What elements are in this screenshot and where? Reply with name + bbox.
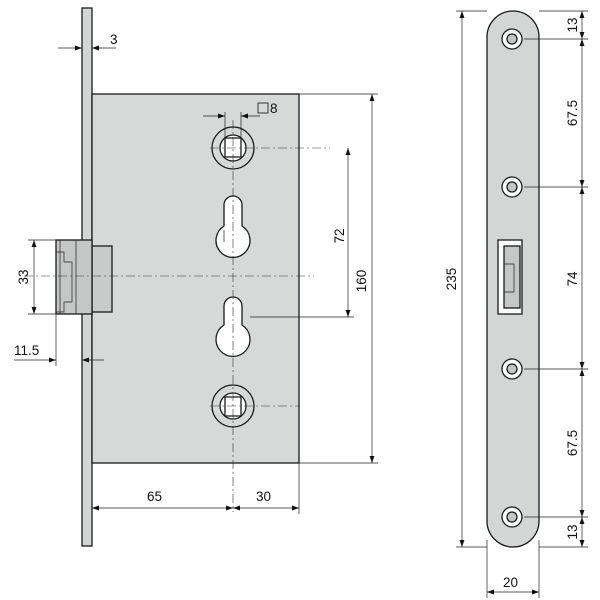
dim-screw-spacing-lower: 67.5	[565, 430, 580, 456]
dim-spindle-offset: 30	[256, 489, 271, 504]
dim-case-height: 160	[354, 270, 369, 293]
dim-screw-spacing-middle: 74	[565, 271, 580, 287]
screw-hole-3	[501, 358, 523, 380]
dim-faceplate-thickness: 3	[110, 32, 118, 47]
square-symbol	[257, 102, 269, 114]
dim-cylinder-distance: 72	[332, 228, 347, 243]
screw-hole-4	[501, 506, 523, 528]
dim-latch-height: 33	[16, 269, 31, 284]
screw-hole-2	[501, 176, 523, 198]
faceplate-front-view: 235 13 67.5 74 67.5 13 20	[444, 10, 588, 598]
lock-case	[91, 93, 300, 464]
dim-backset: 65	[147, 489, 162, 504]
dim-spindle-square: 8	[270, 101, 278, 116]
screw-hole-1	[501, 28, 523, 50]
dim-plate-width: 20	[503, 575, 518, 590]
dim-screw-spacing-upper: 67.5	[565, 100, 580, 126]
dim-screw-bottom-offset: 13	[565, 524, 580, 539]
dim-plate-length: 235	[444, 268, 459, 291]
dim-latch-projection: 11.5	[14, 343, 39, 358]
latch-bolt	[55, 239, 113, 315]
latch-opening	[497, 239, 523, 315]
dim-screw-top-offset: 13	[565, 17, 580, 32]
lock-side-view: 3 8 72 160 33 11.5	[14, 7, 378, 547]
